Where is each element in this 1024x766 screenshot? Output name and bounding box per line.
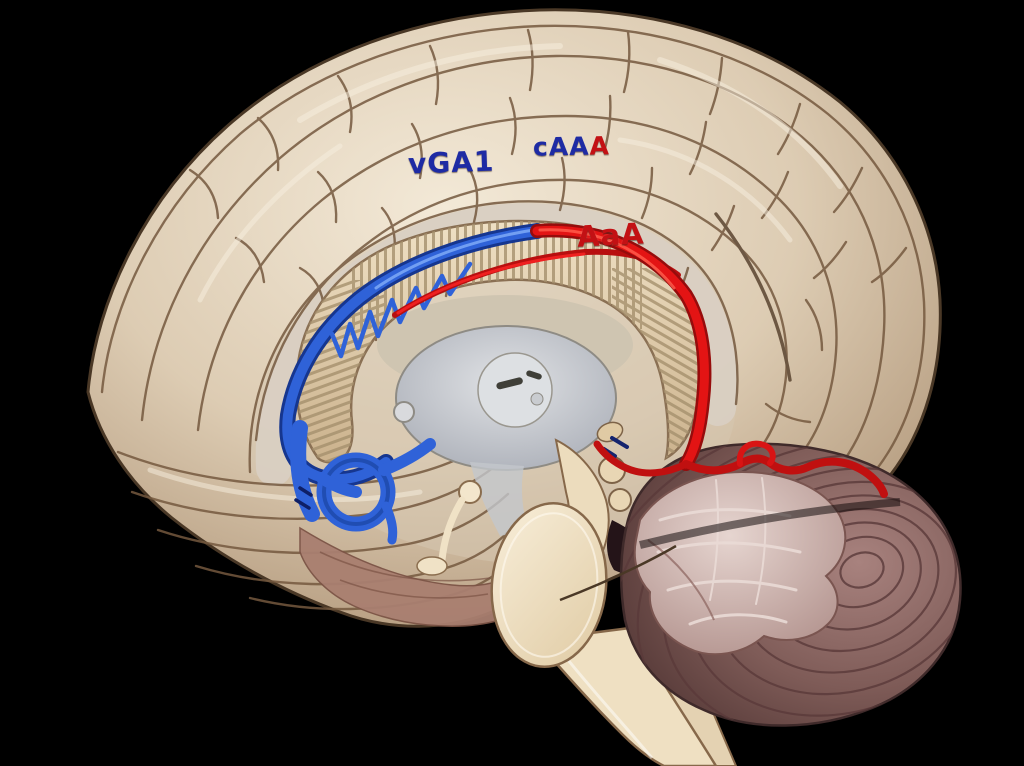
tentorial-gap-shadow bbox=[639, 498, 901, 549]
medulla-inner-line bbox=[558, 649, 654, 759]
cerebellum bbox=[619, 442, 962, 727]
artery-highlight bbox=[392, 223, 888, 498]
label-caaa-blue-part: cAA bbox=[532, 131, 590, 162]
artery-branch-right bbox=[682, 454, 888, 498]
occipital-edge-line bbox=[559, 544, 677, 602]
third-ventricle bbox=[470, 462, 528, 536]
thalamus-slit-2 bbox=[526, 370, 542, 380]
label-vga1: vGA1 bbox=[407, 144, 495, 181]
thalamus bbox=[393, 325, 617, 536]
anterior-lobe-ridges bbox=[656, 477, 802, 626]
fornix-tract-highlight bbox=[279, 223, 629, 545]
interthalamic-adhesion bbox=[477, 352, 553, 428]
pons bbox=[490, 501, 608, 669]
inferior-colliculus bbox=[608, 488, 632, 512]
optic-chiasm bbox=[416, 556, 448, 576]
mammillary-body bbox=[458, 480, 482, 504]
anterior-lobe-shadow-line bbox=[647, 539, 715, 621]
label-caaa-red-part: A bbox=[589, 131, 611, 161]
cerebellum-anterior-lobe bbox=[633, 470, 847, 656]
underside-lines bbox=[319, 551, 491, 599]
thalamus-dot bbox=[530, 392, 544, 406]
thalamus-slit bbox=[496, 377, 523, 390]
label-aaa: AaA bbox=[576, 216, 646, 254]
fornix-dark-accents bbox=[294, 486, 313, 510]
artery-loop bbox=[736, 440, 776, 467]
pituitary-stalk bbox=[438, 496, 466, 564]
cingulum-fiber-spikes bbox=[329, 261, 473, 359]
label-caaa: cAAA bbox=[533, 131, 610, 161]
artery-branch-left bbox=[593, 440, 690, 477]
pons-inner-line bbox=[499, 512, 599, 658]
anterior-commissure bbox=[393, 401, 415, 423]
